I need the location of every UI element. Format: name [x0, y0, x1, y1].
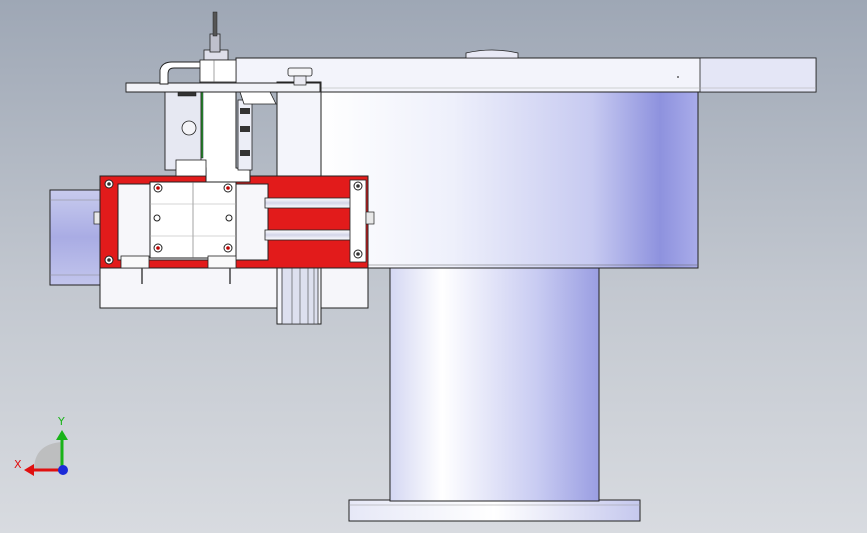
axis-triad: X Y: [14, 415, 68, 476]
bolt-hole: [353, 181, 363, 191]
z-axis-icon: [58, 465, 68, 475]
drive-motor[interactable]: [49, 189, 103, 286]
bolt-hole: [104, 179, 114, 189]
bolt-hole: [153, 243, 163, 253]
bolt-hole: [153, 214, 161, 222]
support-column[interactable]: [389, 267, 600, 502]
bolt-hole: [353, 249, 363, 259]
bolt-holes: [104, 179, 363, 265]
slide-base-block[interactable]: [99, 261, 369, 309]
lower-clamps[interactable]: [120, 255, 237, 284]
x-axis-label: X: [14, 458, 22, 471]
slide-carriage[interactable]: [149, 181, 237, 259]
triad-plane-shadow: [34, 442, 62, 470]
guide-rods[interactable]: [264, 179, 375, 263]
base-flange[interactable]: [348, 499, 641, 522]
turntable-plate[interactable]: [235, 49, 817, 93]
bolt-hole: [104, 255, 114, 265]
rotary-housing[interactable]: [319, 91, 699, 269]
y-axis-label: Y: [57, 415, 65, 428]
bolt-hole: [223, 183, 233, 193]
bolt-hole: [153, 183, 163, 193]
upper-mechanism[interactable]: [125, 11, 321, 183]
bolt-hole: [223, 243, 233, 253]
bolt-hole: [225, 214, 233, 222]
